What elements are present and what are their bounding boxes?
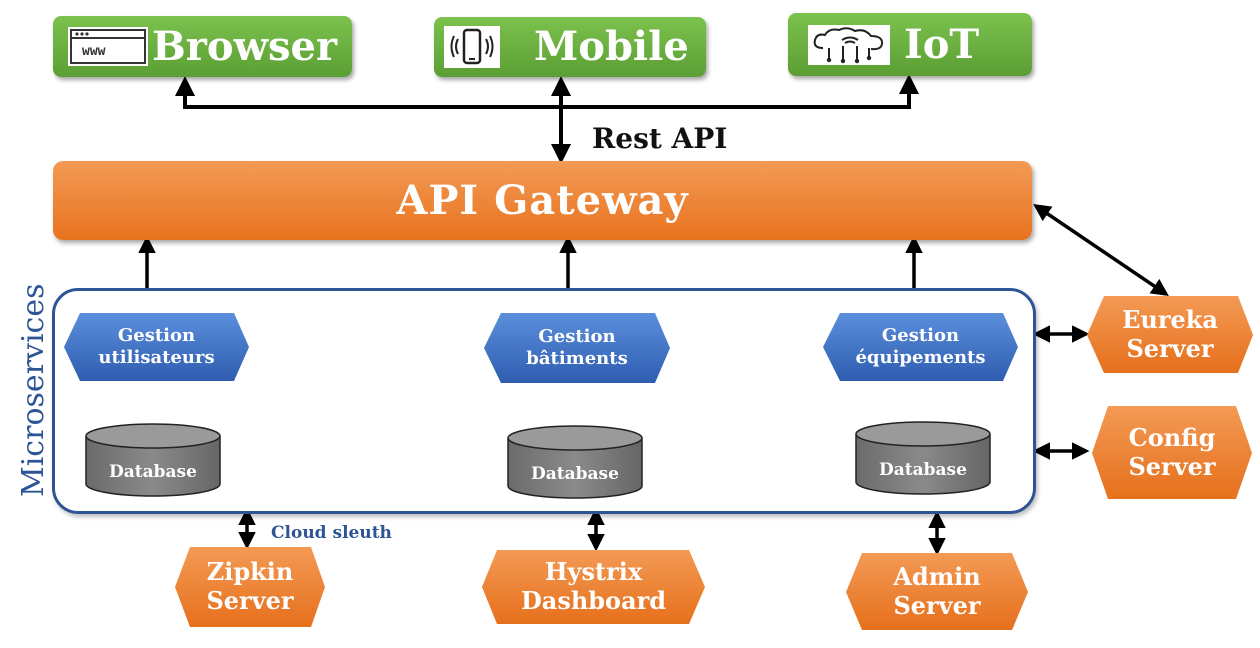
client-iot-box: IoT [788,13,1032,76]
gateway-eureka-connector [1033,204,1169,296]
database-cylinder-2 [507,425,643,499]
server-line1: Admin [893,561,981,591]
database-cylinder-1 [85,423,221,497]
service-label-batiments: Gestion bâtiments [484,313,670,383]
bottom-server-connectors [238,507,946,556]
admin-server-label: Admin Server [846,553,1028,630]
service-hexagon-utilisateurs [64,313,249,381]
server-line2: Server [1128,451,1216,481]
server-line2: Server [893,590,981,620]
svg-text:www: www [82,44,106,59]
database-label-1: Database [109,462,197,482]
zipkin-server-hexagon [175,547,325,627]
database-label-2: Database [531,464,619,484]
service-line1: Gestion [117,325,196,347]
rest-api-label: Rest API [592,122,728,155]
cloud-sleuth-label: Cloud sleuth [271,523,392,543]
server-line2: Server [1126,333,1214,363]
eureka-server-hexagon [1087,296,1253,373]
server-line1: Eureka [1122,304,1218,334]
client-mobile-box: Mobile [434,17,706,77]
service-line2: équipements [855,347,986,368]
service-line2: utilisateurs [98,347,215,368]
database-cylinder-3 [855,421,991,495]
api-gateway-label: API Gateway [396,177,689,224]
server-line1: Zipkin [206,557,294,587]
client-iot-label: IoT [904,20,980,68]
config-server-hexagon [1092,406,1252,499]
service-line1: Gestion [881,325,960,347]
service-label-utilisateurs: Gestion utilisateurs [64,313,249,381]
server-line2: Dashboard [520,586,667,615]
service-line2: bâtiments [526,348,628,369]
eureka-server-label: Eureka Server [1087,296,1253,373]
service-line1: Gestion [538,326,616,348]
config-server-label: Config Server [1092,406,1252,499]
browser-www-icon: www [68,27,148,66]
service-label-equipements: Gestion équipements [823,313,1018,381]
server-line1: Config [1128,422,1216,452]
mobile-phone-icon [444,26,500,68]
service-hexagon-equipements [823,313,1018,381]
admin-server-hexagon [846,553,1028,630]
server-line1: Hystrix [544,557,643,587]
hystrix-dashboard-label: Hystrix Dashboard [482,550,705,624]
hystrix-dashboard-hexagon [482,550,705,624]
server-line2: Server [206,586,294,615]
client-bus-connector [175,74,919,164]
service-hexagon-batiments [484,313,670,383]
client-browser-label: Browser [152,22,338,70]
iot-cloud-icon [808,24,890,65]
client-browser-box: www Browser [53,16,352,77]
side-server-connectors [1032,325,1090,460]
database-label-3: Database [879,460,967,480]
api-gateway-box: API Gateway [53,161,1032,240]
client-mobile-label: Mobile [534,23,689,70]
zipkin-server-label: Zipkin Server [175,547,325,627]
